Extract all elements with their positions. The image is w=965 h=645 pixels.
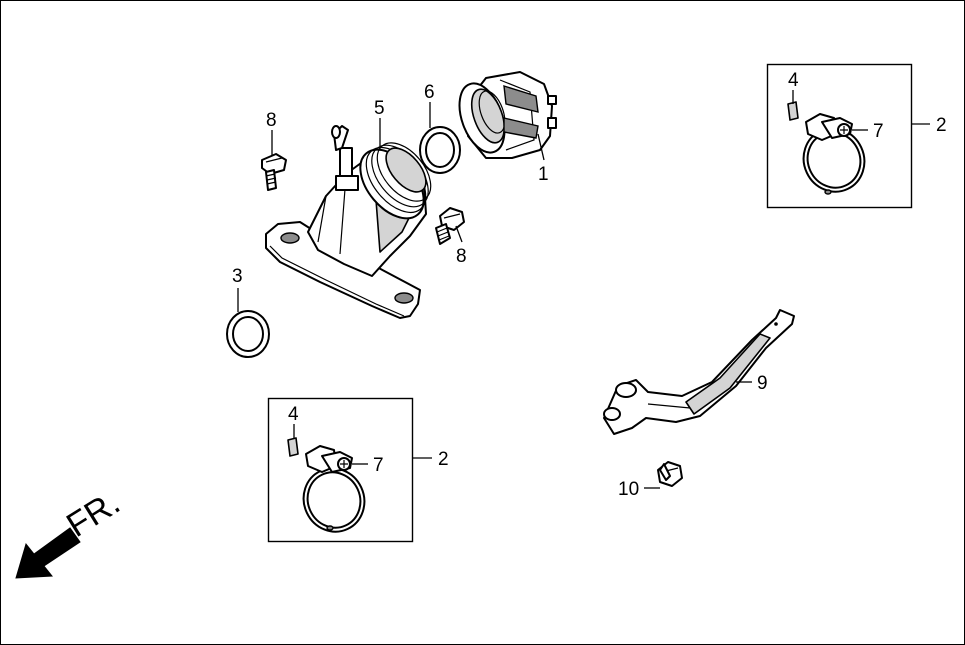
vent-pipe-part-9 [603, 309, 795, 435]
callout-3: 3 [232, 266, 243, 287]
callout-8-lower: 8 [456, 246, 467, 267]
callout-5: 5 [374, 98, 385, 119]
flange-bolt-part-8-lower [435, 207, 465, 245]
callout-4-upper: 4 [788, 70, 799, 91]
front-direction-indicator: FR. [15, 484, 127, 579]
callout-4-lower: 4 [288, 404, 299, 425]
clamp-kit-lower [267, 397, 414, 543]
arrow-down-left-icon [15, 527, 81, 579]
callout-2-upper: 2 [936, 115, 947, 136]
callout-7-lower: 7 [373, 455, 384, 476]
leader-lines [237, 90, 930, 489]
bolt-part-10 [657, 461, 683, 487]
o-ring-part-3 [226, 310, 270, 358]
callout-9: 9 [757, 373, 768, 394]
callout-labels: 1 2 2 3 4 4 5 6 7 7 8 8 9 10 [232, 70, 947, 500]
flange-bolt-part-8-upper [261, 153, 287, 191]
callout-2-lower: 2 [438, 449, 449, 470]
callout-10: 10 [618, 479, 639, 500]
intake-manifold-part-5 [265, 125, 432, 319]
callout-6: 6 [424, 82, 435, 103]
callout-7-upper: 7 [873, 121, 884, 142]
o-ring-part-6 [419, 126, 461, 174]
callout-8-upper: 8 [266, 110, 277, 131]
callout-1: 1 [538, 164, 549, 185]
carburetor-joint-part-1 [458, 71, 557, 159]
